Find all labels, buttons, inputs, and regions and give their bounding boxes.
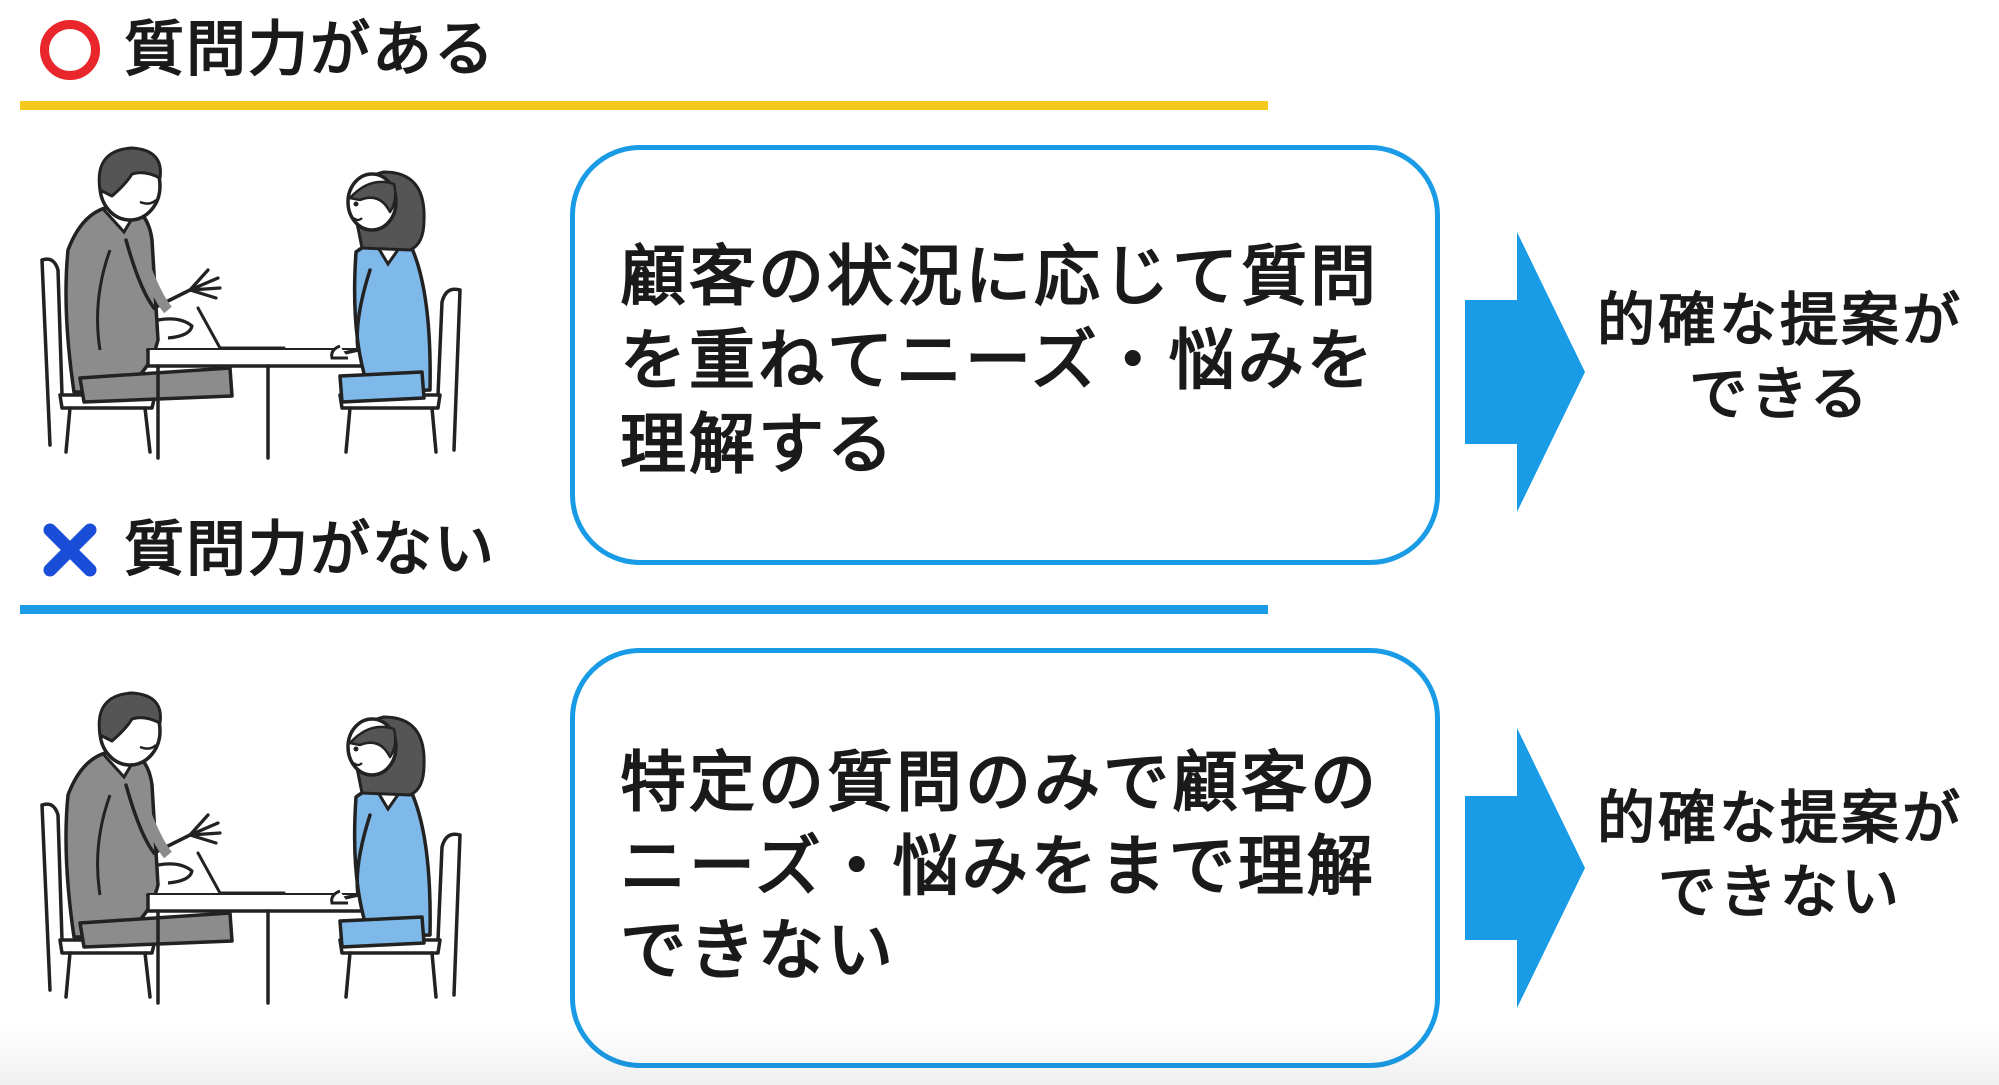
bad-explanation-line: ニーズ・悩みをまで理解 [620,828,1376,905]
good-result-text: 的確な提案が できる [1590,283,1970,431]
poor-questioning-section: 質問力がない 特定の質問のみで顧客の ニーズ・悩みをまで理解 できない 的確な提… [0,500,1999,1068]
good-result-line: 的確な提案が [1596,286,1963,354]
good-explanation-line: 理解する [620,406,896,483]
bottom-shadow [0,1025,1999,1085]
meeting-illustration [40,685,490,1005]
red-circle-icon [40,20,100,80]
right-arrow-icon [1465,728,1585,1008]
bad-section-heading: 質問力がない [40,520,496,580]
good-explanation-box: 顧客の状況に応じて質問 を重ねてニーズ・悩みを 理解する [570,145,1440,565]
good-questioning-section: 質問力がある 顧客の状況に応じて質問 を重ねてニーズ・悩みを 理解する 的確な提… [0,0,1999,565]
good-section-heading: 質問力がある [40,20,496,80]
good-explanation-line: 顧客の状況に応じて質問 [620,238,1379,315]
good-explanation-line: を重ねてニーズ・悩みを [620,322,1376,399]
bad-explanation-line: 特定の質問のみで顧客の [620,744,1379,821]
bad-explanation-line: できない [620,912,896,989]
good-heading-text: 質問力がある [124,15,496,85]
yellow-divider-line [20,101,1268,110]
meeting-illustration [40,140,490,460]
good-result-line: できる [1689,360,1871,428]
good-explanation-text: 顧客の状況に応じて質問 を重ねてニーズ・悩みを 理解する [620,235,1395,487]
bad-heading-text: 質問力がない [124,515,496,585]
bad-result-text: 的確な提案が できない [1590,781,1970,929]
right-arrow-icon [1465,232,1585,512]
bad-result-line: 的確な提案が [1596,784,1963,852]
bad-explanation-text: 特定の質問のみで顧客の ニーズ・悩みをまで理解 できない [620,741,1395,993]
bad-result-line: できない [1657,858,1902,926]
blue-x-icon [40,520,100,580]
blue-divider-line [20,605,1268,614]
bad-explanation-box: 特定の質問のみで顧客の ニーズ・悩みをまで理解 できない [570,648,1440,1068]
